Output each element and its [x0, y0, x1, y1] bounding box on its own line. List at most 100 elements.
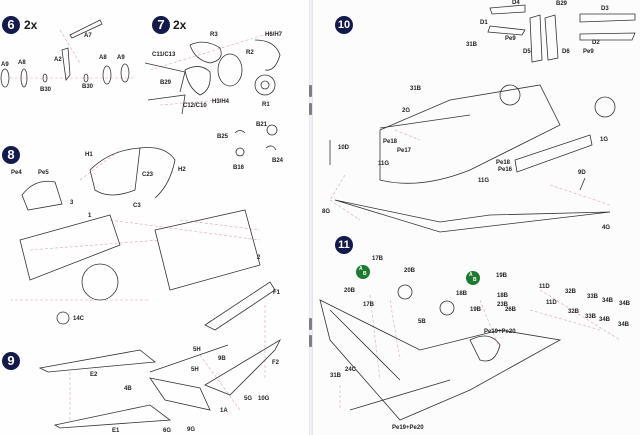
part-label: 20B: [404, 268, 416, 274]
option-b: B: [473, 277, 477, 283]
wheel-a8: [20, 68, 28, 88]
part-label: F2: [272, 360, 280, 366]
part-label: B29: [556, 1, 568, 7]
part-label: 23B: [497, 302, 509, 308]
stab-d3: [579, 13, 636, 23]
part-label: C12/C10: [183, 103, 207, 109]
nacelle-h3: [184, 66, 211, 96]
wheel-a9: [0, 68, 10, 88]
step-multiplier-6: 2x: [24, 18, 38, 32]
staple: [309, 85, 312, 97]
option-a: A: [469, 272, 473, 278]
engine-11: [469, 335, 501, 362]
part-label: H1: [85, 152, 93, 158]
engine-right: [594, 96, 616, 118]
gear-right: [439, 300, 455, 316]
part-label: 32B: [565, 289, 577, 295]
part-label: A7: [84, 33, 92, 39]
part-label: H3/H4: [212, 99, 230, 105]
part-label: B24: [272, 158, 284, 164]
part-label: Pe4: [11, 170, 22, 176]
part-label: E2: [90, 372, 98, 378]
gear-left: [397, 284, 413, 300]
part-label: Pe9: [505, 36, 516, 42]
part-label: D5: [523, 49, 531, 55]
part-label: D6: [562, 49, 570, 55]
part-label: 5H: [191, 367, 199, 373]
line-art: [0, 4, 636, 429]
part-label: C23: [142, 172, 154, 178]
option-badge-ab: A B: [356, 265, 370, 279]
part-label: 5H: [193, 347, 201, 353]
part-label: 5G: [244, 396, 253, 402]
part-label: 1: [88, 213, 92, 219]
part-label: Pe16: [498, 167, 513, 173]
right-page: [311, 0, 640, 435]
binding-spine: [309, 0, 313, 435]
part-label: A9: [1, 62, 9, 68]
part-label: 9B: [218, 356, 226, 362]
part-label: 11D: [546, 300, 557, 306]
part-label: D3: [601, 6, 609, 12]
part-label: A8: [18, 60, 26, 66]
part-label: Pe5: [38, 170, 49, 176]
part-label: 34B: [619, 301, 631, 307]
part-14c: [56, 311, 70, 325]
part-label: 24C: [345, 367, 357, 373]
part-label: 6G: [163, 428, 172, 434]
part-label: 4G: [602, 225, 611, 231]
left-page: [0, 0, 310, 435]
part-label: 18B: [456, 291, 468, 297]
part-label: 17B: [372, 256, 384, 262]
part-label: 4B: [124, 386, 132, 392]
step-badge-7: 7: [152, 16, 170, 34]
step-badge-11: 11: [335, 236, 353, 254]
cowl-h6: [254, 39, 281, 71]
part-label: H6/H7: [265, 32, 283, 38]
part-label: B25: [217, 134, 229, 140]
staple: [309, 318, 312, 330]
part-label: 32B: [568, 309, 580, 315]
part-label: B29: [160, 80, 172, 86]
ring-r2: [217, 53, 243, 87]
step-badge-6: 6: [2, 16, 20, 34]
strut-a2: [61, 47, 71, 81]
part-label: 26B: [505, 307, 517, 313]
part-label: A9: [117, 55, 125, 61]
pylon-c12: [147, 94, 186, 115]
part-label: B30: [82, 84, 94, 90]
part-label: 31B: [466, 42, 478, 48]
axle-b30: [42, 73, 48, 83]
part-label: 11D: [539, 284, 550, 290]
nose-h2: [139, 147, 176, 199]
part-label: A8: [99, 55, 107, 61]
step-badge-10: 10: [335, 16, 353, 34]
part-label: 10D: [338, 145, 350, 151]
part-label: B30: [40, 87, 52, 93]
option-badge-ab: A B: [466, 271, 480, 285]
part-label: 9D: [578, 170, 586, 176]
cockpit-interior: [81, 263, 119, 301]
part-label: 19B: [470, 307, 482, 313]
step-badge-8: 8: [2, 146, 20, 164]
part-label: R3: [210, 32, 218, 38]
tail-1a: [149, 377, 211, 411]
stab-d1: [487, 25, 526, 36]
part-label: Pe17: [397, 148, 412, 154]
part-label: 9G: [187, 427, 196, 433]
fin-d5: [529, 14, 543, 63]
step-badge-9: 9: [2, 352, 20, 370]
nacelle-r3: [189, 41, 222, 64]
aircraft-underside: [319, 299, 562, 421]
part-label: Pe18: [496, 160, 511, 166]
part-label: D1: [480, 20, 488, 26]
guide-lines: [10, 29, 621, 420]
part-label: 10G: [258, 396, 270, 402]
stab-d2: [579, 32, 636, 41]
stabilizer-e1: [53, 404, 172, 429]
part-label: 19B: [496, 273, 508, 279]
part-label: R2: [246, 50, 254, 56]
part-label: 17B: [363, 302, 375, 308]
part-label: 1G: [600, 137, 609, 143]
part-label: Pe19+Pe20: [392, 425, 424, 431]
